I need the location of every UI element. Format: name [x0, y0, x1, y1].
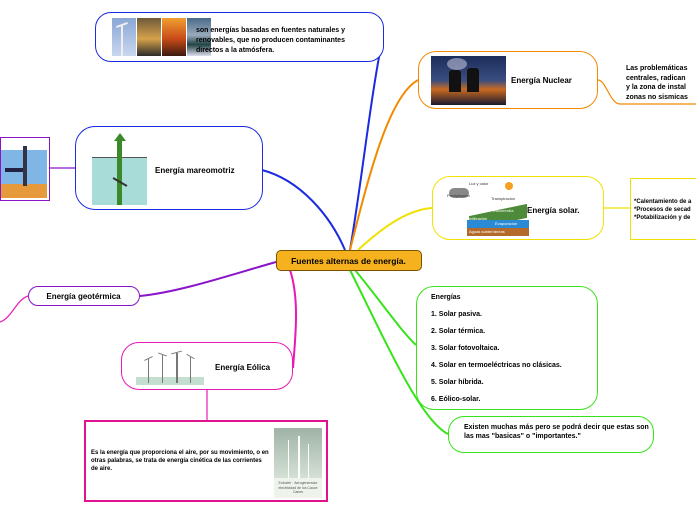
mareomotriz-label: Energía mareomotriz	[155, 166, 235, 175]
mareomotriz-node[interactable]: Energía mareomotriz	[75, 126, 263, 210]
link-geotermica-tail	[0, 295, 29, 323]
nuclear-note-line: Las problemáticas	[626, 65, 688, 72]
solar-diagram-label: Aguas subterráneas	[469, 229, 505, 234]
eolica-node[interactable]: Energía Eólica	[121, 342, 293, 390]
more-types-node[interactable]: Existen muchas más pero se podrá decir q…	[448, 416, 654, 453]
solar-use-item: *Procesos de secad	[634, 207, 691, 213]
link-nuclear	[349, 79, 419, 251]
energy-types-node[interactable]: Energías 1. Solar pasiva. 2. Solar térmi…	[416, 286, 598, 410]
tidal-plant-diagram	[0, 137, 50, 201]
energy-type-item: 4. Solar en termoeléctricas no clásicas.	[431, 362, 562, 369]
link-nuclear-note	[597, 79, 696, 105]
link-solar	[357, 207, 433, 251]
eolica-definition-box: Es la energía que proporciona el aire, p…	[84, 420, 328, 502]
wind-farm-photo	[112, 18, 136, 56]
energy-type-item: 6. Eólico-solar.	[431, 396, 481, 403]
intro-text: son energías basadas en fuentes naturale…	[196, 27, 346, 54]
eolica-label: Energía Eólica	[215, 363, 271, 372]
nuclear-note-line: y la zona de instal	[626, 84, 686, 91]
energy-type-item: 1. Solar pasiva.	[431, 311, 482, 318]
nuclear-plant-photo	[431, 56, 506, 105]
solar-diagram-label: Infiltración	[469, 216, 488, 221]
solar-panel-photo	[137, 18, 161, 56]
nuclear-note-line: centrales, radican	[626, 74, 686, 82]
energy-type-item: 5. Solar híbrida.	[431, 379, 484, 386]
link-geotermica	[139, 261, 277, 297]
central-topic-label: Fuentes alternas de energía.	[291, 256, 406, 266]
wind-turbines-photo: Eolosfér · Aerogenerador electricidad de…	[274, 428, 322, 498]
eolica-definition-text: Es la energía que proporciona el aire, p…	[91, 450, 269, 472]
solar-diagram-label: Escorrentía	[493, 208, 514, 213]
energy-types-heading: Energías	[431, 294, 461, 301]
energy-type-item: 2. Solar térmica.	[431, 328, 486, 335]
geotermica-node[interactable]: Energía geotérmica	[28, 286, 140, 306]
central-topic[interactable]: Fuentes alternas de energía.	[276, 250, 422, 271]
link-types	[354, 269, 417, 346]
geotermica-label: Energía geotérmica	[46, 292, 121, 301]
solar-node[interactable]: Luz y calor Precipitación Transpiración …	[432, 176, 604, 240]
solar-diagram-label: Transpiración	[491, 196, 516, 201]
tidal-turbine-illustration	[92, 133, 147, 205]
water-cycle-diagram: Luz y calor Precipitación Transpiración …	[447, 180, 529, 238]
solar-label: Energía solar.	[527, 206, 580, 215]
solar-diagram-label: Precipitación	[447, 193, 470, 198]
nuclear-note-line: zonas no sismicas	[626, 93, 688, 101]
wind-photo-caption: Eolosfér · Aerogenerador electricidad de…	[278, 481, 318, 494]
link-more	[349, 269, 449, 435]
solar-diagram-label: Luz y calor	[469, 181, 489, 186]
more-types-text: Existen muchas más pero se podrá decir q…	[464, 424, 649, 440]
solar-use-item: *Calentamiento de a	[634, 199, 692, 205]
wind-turbines-illustration	[136, 349, 204, 385]
link-eolica	[289, 269, 298, 369]
nuclear-label: Energía Nuclear	[511, 76, 572, 85]
link-mareomotriz	[261, 169, 346, 251]
nuclear-node[interactable]: Energía Nuclear	[418, 51, 598, 109]
nuclear-note: Las problemáticas centrales, radican y l…	[626, 64, 696, 104]
link-intro	[349, 35, 384, 251]
solar-use-item: *Potabilización y de	[634, 215, 691, 221]
sunset-photo	[162, 18, 186, 56]
energy-type-item: 3. Solar fotovoltaica.	[431, 345, 500, 352]
solar-uses-box: *Calentamiento de a *Procesos de secad *…	[630, 178, 696, 240]
dam-photo	[187, 18, 211, 56]
solar-diagram-label: Evaporación	[495, 221, 518, 226]
intro-node[interactable]: son energías basadas en fuentes naturale…	[95, 12, 384, 62]
